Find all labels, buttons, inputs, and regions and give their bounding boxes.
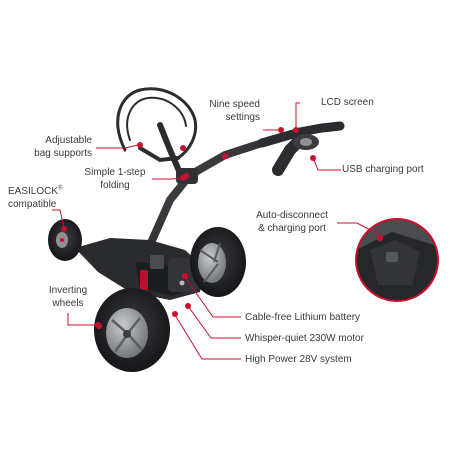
trolley-frame (56, 121, 345, 300)
label-lithium-battery: Cable-free Lithium battery (245, 312, 360, 325)
red-dot-icon (172, 311, 178, 317)
leader-lcd (295, 102, 300, 128)
callout-dots (61, 127, 316, 328)
red-dot-icon (278, 127, 284, 133)
label-line: Adjustable (45, 135, 92, 146)
label-auto-disconnect: Auto-disconnect & charging port (250, 210, 334, 235)
label-adjustable-bag-supports: Adjustable bag supports (12, 135, 92, 160)
leader-power (174, 314, 241, 360)
label-line: Inverting (48, 285, 88, 296)
rear-right-wheel (190, 227, 246, 297)
leader-lines (52, 102, 379, 360)
label-line: High Power 28V system (245, 354, 352, 365)
leader-battery (184, 276, 241, 318)
label-line: Whisper-quiet 230W motor (245, 333, 364, 344)
registered-mark: ® (58, 185, 63, 192)
label-lcd-screen: LCD screen (321, 97, 374, 110)
front-wheel (48, 219, 82, 261)
leader-folding (152, 177, 183, 180)
label-line: LCD screen (321, 97, 374, 108)
red-dot-icon (95, 322, 101, 328)
detail-inset (355, 218, 439, 302)
red-dot-icon (137, 142, 143, 148)
label-line: folding (100, 179, 130, 191)
leader-usb (313, 159, 341, 171)
label-inverting-wheels: Inverting wheels (40, 285, 96, 310)
red-dot-icon (185, 303, 191, 309)
label-line: bag supports (34, 147, 92, 159)
red-dot-icon (180, 175, 186, 181)
label-power-system: High Power 28V system (245, 354, 352, 367)
leader-inverting (67, 313, 97, 326)
label-line: compatible (8, 198, 57, 210)
label-nine-speed-settings: Nine speed settings (196, 99, 260, 124)
red-dot-icon (61, 226, 67, 232)
label-line: USB charging port (342, 164, 424, 175)
label-usb-charging-port: USB charging port (342, 164, 424, 177)
leader-easilock (52, 209, 65, 229)
red-dot-icon (293, 127, 299, 133)
label-line: Nine speed (209, 99, 260, 110)
label-line: Auto-disconnect (256, 210, 328, 221)
bag-supports (116, 87, 198, 163)
red-dot-icon (310, 155, 316, 161)
leader-motor (187, 305, 241, 339)
red-dot-icon (182, 273, 188, 279)
leader-adjustable (96, 144, 139, 149)
label-easilock-compatible: EASILOCK® compatible (8, 186, 62, 211)
label-line: Cable-free Lithium battery (245, 312, 361, 323)
rear-left-wheel (94, 288, 170, 372)
label-motor: Whisper-quiet 230W motor (245, 333, 364, 346)
label-line: & charging port (258, 222, 326, 234)
label-simple-folding: Simple 1-step folding (80, 167, 150, 192)
label-line: wheels (52, 297, 84, 309)
leader-auto-disconnect (337, 222, 379, 235)
label-text: EASILOCK (8, 186, 59, 197)
label-line: Simple 1-step (84, 167, 146, 178)
label-line: EASILOCK® (8, 186, 62, 199)
label-line: settings (225, 111, 260, 123)
